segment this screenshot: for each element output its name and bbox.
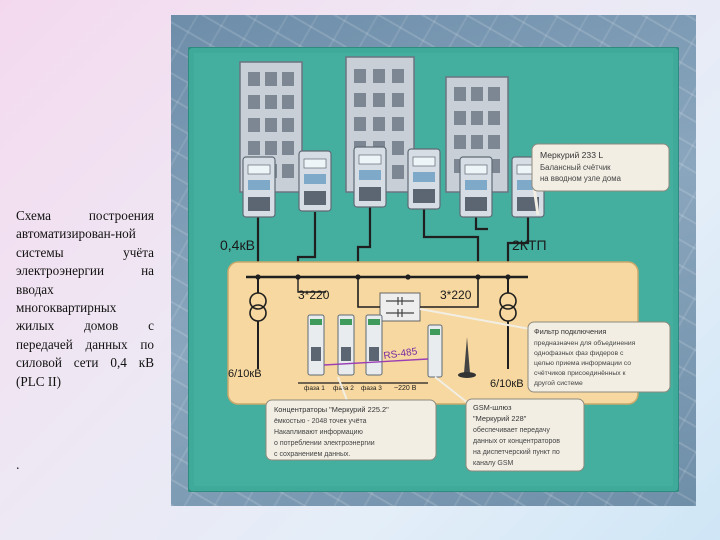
svg-text:о потреблении электроэнергии: о потреблении электроэнергии — [274, 439, 375, 447]
svg-text:данных от концентраторов: данных от концентраторов — [473, 438, 560, 445]
concentrator-mercury-225-2 — [337, 314, 355, 376]
callout-mercury-233-title: Меркурий 233 L — [540, 150, 603, 160]
callout-filter: Фильтр подключения предназначен для объе… — [419, 308, 671, 393]
concentrator-mercury-225-1 — [307, 314, 325, 376]
label-ktp: 2КТП — [512, 237, 547, 253]
label-phase-1: фаза 1 — [304, 385, 325, 392]
callout-concentrators: Концентраторы "Меркурий 225.2" ёмкостью … — [265, 376, 437, 461]
callout-gsm: GSM-шлюз "Меркурий 228" обеспечивает пер… — [434, 376, 585, 472]
svg-text:Фильтр подключения: Фильтр подключения — [534, 327, 606, 336]
svg-text:Балансный счётчик: Балансный счётчик — [540, 163, 611, 172]
label-rs485: RS-485 — [383, 346, 419, 362]
svg-text:обеспечивает передачу: обеспечивает передачу — [473, 426, 550, 434]
svg-text:счётчиков присоединённых к: счётчиков присоединённых к — [534, 370, 626, 377]
label-phase-left: 3*220 — [298, 288, 330, 302]
schematic-panel: Меркурий 233 L Балансный счётчик на ввод… — [188, 47, 679, 492]
svg-text:однофазных фаз фидеров с: однофазных фаз фидеров с — [534, 350, 624, 357]
electricity-meter-5 — [459, 156, 493, 218]
gsm-gateway-mercury-228 — [427, 324, 443, 378]
svg-text:"Меркурий 228": "Меркурий 228" — [473, 414, 527, 423]
trailing-mark: . — [16, 458, 20, 473]
svg-text:на диспетчерский пункт по: на диспетчерский пункт по — [473, 448, 560, 456]
label-bus-220: ~220 В — [394, 385, 417, 392]
electricity-meter-2 — [298, 150, 332, 212]
label-voltage-04: 0,4кВ — [220, 237, 255, 253]
svg-text:Накапливают информацию: Накапливают информацию — [274, 429, 363, 436]
electricity-meter-3 — [353, 146, 387, 208]
svg-text:каналу GSM: каналу GSM — [473, 460, 514, 467]
concentrator-mercury-225-3 — [365, 314, 383, 376]
label-hv-right: 6/10кВ — [490, 378, 524, 390]
antenna-icon — [458, 337, 476, 378]
label-phase-3: фаза 3 — [361, 385, 382, 392]
svg-text:другой системе: другой системе — [534, 379, 583, 387]
svg-text:ёмкостью - 2048 точек учёта: ёмкостью - 2048 точек учёта — [274, 418, 367, 425]
svg-text:на вводном узле дома: на вводном узле дома — [540, 174, 622, 183]
svg-text:предназначен для объединения: предназначен для объединения — [534, 339, 636, 347]
svg-text:Концентраторы "Меркурий 225.2": Концентраторы "Меркурий 225.2" — [274, 405, 389, 414]
svg-text:GSM-шлюз: GSM-шлюз — [473, 403, 512, 412]
svg-text:целью приема информации со: целью приема информации со — [534, 360, 631, 367]
callout-mercury-233: Меркурий 233 L Балансный счётчик на ввод… — [531, 143, 670, 216]
label-phase-2: фаза 2 — [333, 385, 354, 392]
electricity-meter-4 — [407, 148, 441, 210]
svg-text:с сохранением данных.: с сохранением данных. — [274, 451, 351, 458]
label-hv-left: 6/10кВ — [228, 368, 262, 380]
label-phase-right: 3*220 — [440, 288, 472, 302]
electricity-meter-1 — [242, 156, 276, 218]
diagram-caption: Схема построения автоматизирован-ной сис… — [16, 208, 154, 389]
